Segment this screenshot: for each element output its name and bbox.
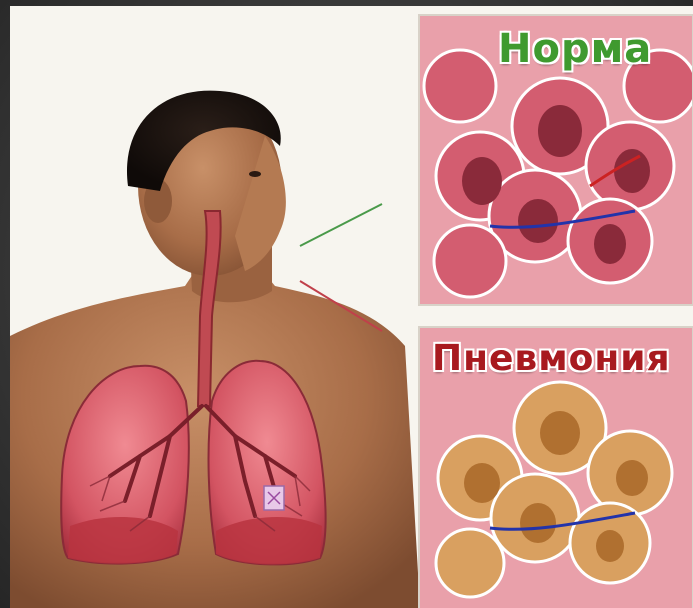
panel-normal-alveoli: Норма (418, 14, 693, 306)
label-pneumonia: Пневмония (432, 338, 671, 379)
illustration-frame: Норма Пневмония (10, 6, 693, 608)
panel-pneumonia-alveoli: Пневмония (418, 326, 693, 608)
pointer-line-normal (300, 204, 382, 246)
label-normal: Норма (498, 26, 652, 72)
